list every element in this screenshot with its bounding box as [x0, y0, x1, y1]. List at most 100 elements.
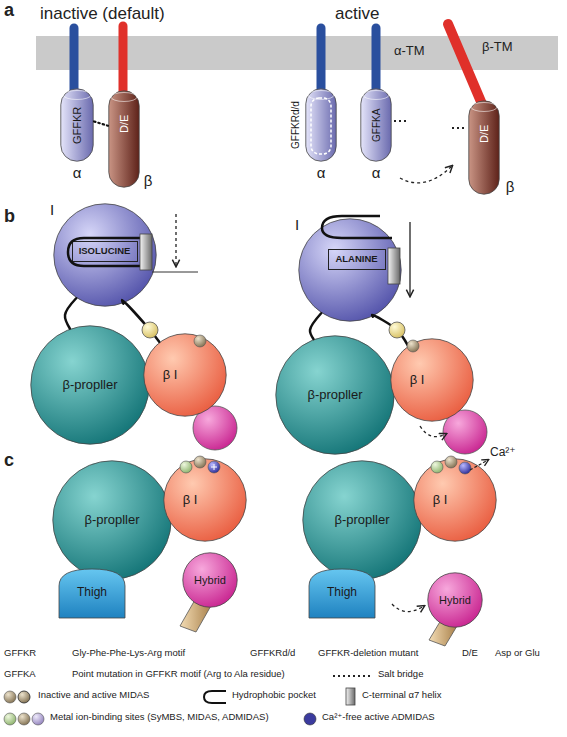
residue-box-label: ALANINE: [329, 250, 384, 268]
metal-site-ball: [211, 464, 217, 470]
beta-i-domain-outline: [163, 458, 247, 542]
chain-name: α: [306, 164, 336, 182]
hybrid-domain: Hybrid: [427, 572, 483, 628]
linker-ball: [142, 322, 158, 338]
linker-ball: [142, 322, 405, 338]
i-domain-outline: [298, 218, 402, 322]
chain-name: α: [361, 164, 391, 182]
salt-bridge-fragment: [394, 120, 408, 122]
beta-i-domain-outline: [143, 333, 227, 417]
alpha-tail: GFFKRd/dα: [305, 88, 337, 162]
beta-tail-cap: [111, 93, 137, 102]
metal-site-ball: [180, 461, 192, 473]
movement-arrow: [409, 222, 410, 296]
beta-i-domain-shape: [144, 334, 226, 416]
beta-propeller-shape: [276, 336, 394, 454]
linker-ball: [389, 322, 405, 338]
metal-site-ball: [208, 461, 220, 473]
chain-name: β: [500, 178, 520, 196]
legend-text: Ca²⁺-free active ADMIDAS: [322, 712, 435, 723]
legend-text: Hydrophobic pocket: [232, 690, 316, 701]
legend-symbol: [18, 691, 30, 703]
beta-i-domain-label: β I: [169, 482, 211, 518]
state-heading: inactive (default): [40, 4, 165, 24]
legend-symbol: [32, 713, 44, 725]
beta-tail-outline: [468, 100, 500, 195]
beta-propeller: β-propller: [52, 460, 172, 580]
beta-tail: D/Eβ: [468, 100, 500, 195]
legend-definition: Asp or Glu: [495, 648, 540, 659]
beta-i-domain: β I: [390, 338, 474, 422]
beta-i-domain-outline: [413, 458, 497, 542]
segment-name: α-TM: [394, 44, 425, 59]
beta-tail-label: D/E: [108, 94, 140, 154]
beta-tail-cap: [471, 103, 497, 112]
alpha-tail: GFFKAα: [360, 88, 392, 162]
midas-ball: [407, 340, 419, 352]
hybrid-domain-label: Hybrid: [427, 572, 483, 628]
transmembrane-segment: [70, 28, 79, 92]
segment-name: β-TM: [482, 40, 513, 55]
beta-propeller: β-propller: [302, 460, 422, 580]
transmembrane-segment: [372, 28, 381, 92]
hybrid-domain-label: Hybrid: [182, 552, 238, 608]
alpha-tail-shape: [306, 89, 336, 161]
beta-tail: D/Eβ: [108, 90, 140, 188]
alpha7-helix: [388, 248, 400, 284]
legend-text: Metal ion-binding sites (SyMBS, MIDAS, A…: [50, 712, 269, 723]
legend-definition: GFFKR-deletion mutant: [318, 648, 418, 659]
alpha-tail-shape: [361, 89, 391, 161]
thigh-domain-label: Thigh: [308, 568, 376, 618]
legend-definition: Gly-Phe-Phe-Lys-Arg motif: [72, 648, 185, 659]
alpha-tail-outline: [305, 88, 337, 162]
legend-symbol: [346, 688, 355, 705]
beta-propeller-shape: [31, 326, 149, 444]
legend-text: Inactive and active MIDAS: [38, 690, 149, 701]
linker-line: [122, 300, 159, 342]
beta-i-domain-outline: [390, 338, 474, 422]
midas-ball: [194, 335, 206, 347]
i-domain: IISOLUCINE: [53, 203, 157, 307]
legend-definition: Point mutation in GFFKR motif (Arg to Al…: [72, 669, 285, 680]
legend-swatch: [304, 713, 316, 725]
metal-site-ball: [180, 456, 471, 474]
hydrophobic-pocket: [68, 216, 392, 266]
panel-letter: c: [4, 450, 14, 471]
legend-symbol: [18, 713, 30, 725]
legend-symbol: [4, 691, 16, 703]
beta-propeller-shape: [53, 461, 171, 579]
beta-propeller-label: β-propller: [30, 325, 150, 445]
transmembrane-segment: [317, 28, 326, 92]
alpha7-helix: [140, 234, 400, 284]
panel-letter: a: [4, 0, 14, 21]
legend-term: GFFKR: [4, 648, 36, 659]
beta-i-domain-shape: [391, 339, 473, 421]
alpha-tail-label: GFFKRd/d: [287, 88, 303, 162]
beta-i-domain-label: β I: [149, 357, 191, 393]
i-domain-label: I: [45, 201, 59, 219]
salt-bridge-fragment: [452, 127, 466, 129]
beta-propeller-label: β-propller: [275, 335, 395, 455]
transmembrane-segment: [119, 26, 128, 94]
release-arrow: [470, 460, 488, 470]
legend-text: Salt bridge: [378, 669, 423, 680]
beta-i-domain-label: β I: [419, 482, 461, 518]
deletion-outline: [311, 98, 331, 154]
beta-propeller: β-propller: [275, 335, 395, 455]
transmembrane-segment: [74, 24, 482, 104]
beta-propeller-label: β-propller: [52, 460, 172, 580]
i-domain: IALANINE: [298, 218, 402, 322]
alpha-tail-cap: [363, 91, 389, 100]
beta-i-domain: β I: [163, 458, 247, 542]
linker-line: [372, 315, 408, 346]
midas-ball: [194, 335, 419, 352]
beta-tail-label: D/E: [468, 104, 500, 164]
linker-line: [310, 313, 321, 339]
state-heading: active: [335, 4, 379, 24]
beta-i-domain: β I: [143, 333, 227, 417]
ion-name: Ca²⁺: [490, 446, 516, 460]
transmembrane-segment: [448, 24, 482, 104]
movement-arrow: [175, 214, 176, 266]
